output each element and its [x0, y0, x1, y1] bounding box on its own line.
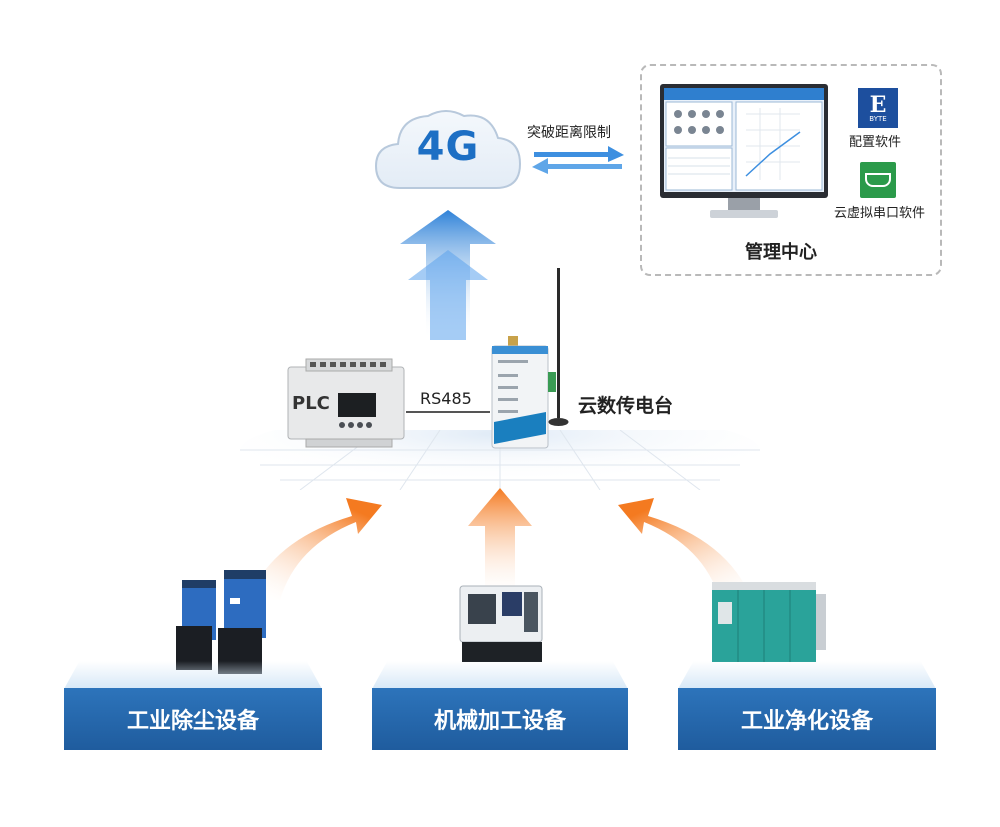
right-arrow [618, 498, 752, 600]
dust-collector-icon [176, 570, 266, 674]
center-arrow [468, 488, 532, 600]
uplink-arrow-icon [400, 210, 496, 340]
link-label: 突破距离限制 [527, 125, 611, 141]
byte-logo-icon: E BYTE [858, 88, 898, 128]
cloud-label: 4G [416, 124, 480, 170]
purification-unit-icon [712, 582, 826, 662]
serial-port-icon [860, 162, 896, 198]
rs485-line [406, 411, 490, 413]
bidirectional-arrow-icon [532, 146, 624, 174]
dtu-device-icon [491, 268, 569, 449]
category-machining: 机械加工设备 [372, 688, 628, 750]
config-software-label: 配置软件 [849, 135, 902, 150]
category-purification: 工业净化设备 [678, 688, 936, 750]
monitor-icon [660, 84, 828, 218]
category-dust-removal: 工业除尘设备 [64, 688, 322, 750]
management-title: 管理中心 [745, 242, 817, 263]
left-arrow [248, 498, 382, 600]
serial-software-label: 云虚拟串口软件 [834, 206, 926, 221]
platform-top-right [678, 661, 936, 689]
cnc-machine-icon [459, 585, 543, 662]
plc-device-icon [287, 358, 405, 448]
dtu-label: 云数传电台 [578, 395, 674, 417]
plc-label: PLC [292, 393, 330, 414]
management-panel [640, 64, 942, 276]
rs485-label: RS485 [420, 389, 472, 408]
platform-top-center [372, 661, 628, 689]
platform-top-left [64, 661, 322, 689]
cloud-icon [374, 110, 522, 189]
